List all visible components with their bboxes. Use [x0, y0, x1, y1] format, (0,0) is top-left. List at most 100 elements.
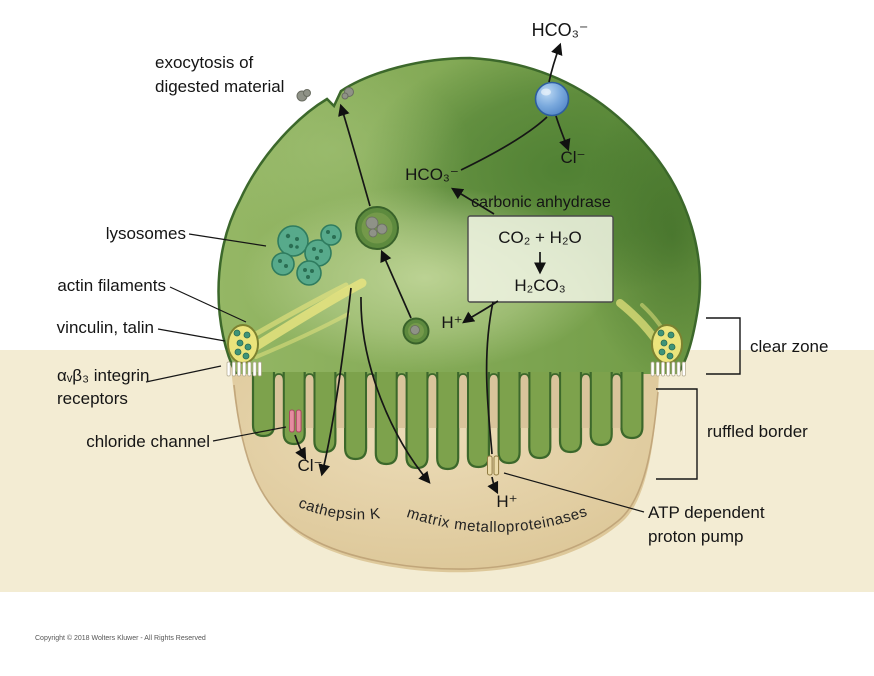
- line-integrin: [145, 365, 222, 383]
- hco3-extracellular-label: HCO₃⁻: [532, 20, 589, 40]
- vinculin-talin-dots: [233, 329, 252, 360]
- integrin-receptor-tooth: [247, 361, 252, 377]
- digested-material-particles: [365, 216, 388, 238]
- exocytosis-label-line1: exocytosis of: [155, 53, 254, 72]
- arrow-cl-secretion: [294, 434, 307, 461]
- clear-zone-label: clear zone: [750, 337, 828, 356]
- ruffled-border-cleft: [549, 373, 561, 428]
- ruffled-border-finger: [313, 372, 337, 454]
- lysosomes-label: lysosomes: [106, 224, 186, 243]
- ruffled-border-finger: [374, 372, 398, 466]
- ruffled-border-finger: [528, 372, 552, 460]
- line-hco3-to-exchanger: [460, 116, 548, 171]
- lysosome-granules: [278, 230, 336, 279]
- actin-filaments-label: actin filaments: [57, 276, 166, 295]
- ruffled-border-finger: [405, 372, 429, 470]
- integrin-receptor-tooth: [681, 361, 686, 377]
- h2co3-label: H₂CO₃: [514, 276, 565, 295]
- ruffled-border-finger: [466, 372, 490, 469]
- hco3-intracellular-label: HCO₃⁻: [405, 165, 459, 184]
- integrin-receptor-tooth: [231, 361, 236, 377]
- vinculin-talin-label: vinculin, talin: [57, 318, 154, 337]
- ruffled-border-cleft: [365, 373, 377, 428]
- line-lysosomes: [188, 233, 267, 247]
- integrin-receptor-tooth: [650, 361, 655, 377]
- cl-secreted-label: Cl⁻: [297, 456, 322, 475]
- carbonic-anhydrase-label: carbonic anhydrase: [471, 194, 611, 211]
- ruffled-border-label: ruffled border: [707, 422, 808, 441]
- ruffled-border-cleft: [580, 373, 592, 428]
- arrow-cathepsin-secretion: [318, 287, 352, 477]
- ruffled-border: [251, 372, 644, 471]
- arrow-vesicle-transport: [380, 249, 412, 319]
- chloride-channel-label: chloride channel: [86, 432, 210, 451]
- atp-pump-label-line1: ATP dependent: [648, 503, 765, 522]
- vinculin-talin-dots: [657, 329, 676, 360]
- ruffled-border-bracket: [656, 388, 698, 480]
- digestion-vesicle-small: [402, 317, 430, 345]
- integrin-receptor-tooth: [666, 361, 671, 377]
- exchanger-highlight: [541, 88, 551, 96]
- ruffled-border-cleft: [488, 373, 500, 428]
- digested-material-particle: [410, 325, 420, 335]
- cell-membrane-outline: [217, 56, 702, 375]
- ruffled-border-cleft: [395, 373, 408, 428]
- ruffled-border-finger: [558, 372, 583, 454]
- integrin-receptors-left: [226, 361, 262, 377]
- ruffled-border-finger: [497, 372, 521, 465]
- cl-exchanger-label: Cl⁻: [560, 148, 585, 167]
- ruffled-border-finger: [620, 372, 644, 440]
- clear-zone-left: [227, 324, 259, 364]
- integrin-label-line2: receptors: [57, 389, 128, 408]
- ruffled-border-cleft: [273, 373, 285, 428]
- arrow-exocytosis: [338, 103, 371, 207]
- integrin-receptor-tooth: [252, 361, 257, 377]
- integrin-receptor-tooth: [661, 361, 665, 377]
- clear-zone-bracket: [706, 317, 741, 375]
- copyright-text: Copyright © 2018 Wolters Kluwer - All Ri…: [35, 634, 206, 642]
- h-secreted-label: H⁺: [496, 492, 517, 511]
- arrow-hco3-exit: [548, 42, 563, 83]
- ruffled-border-finger: [251, 372, 276, 438]
- ruffled-border-cleft: [457, 373, 469, 428]
- line-h-to-pump: [485, 301, 494, 455]
- exocytosis-label-line2: digested material: [155, 77, 284, 96]
- arrow-cl-in: [555, 115, 571, 152]
- digestion-vesicle-large: [355, 206, 399, 250]
- particle-at-notch: [341, 87, 354, 100]
- bone-scallop-edge: [233, 384, 659, 570]
- integrin-receptor-tooth: [655, 361, 660, 377]
- ruffled-border-clefts: [273, 373, 623, 428]
- integrin-receptors-right: [650, 361, 686, 377]
- integrin-receptor-tooth: [257, 361, 262, 377]
- line-chloride: [212, 426, 287, 442]
- arrow-h-exit: [487, 476, 499, 495]
- exocytosed-particle: [296, 89, 311, 102]
- anion-exchanger: [534, 81, 570, 117]
- ruffled-border-finger: [589, 372, 613, 447]
- integrin-receptor-tooth: [242, 361, 247, 377]
- integrin-receptor-tooth: [676, 361, 681, 377]
- integrin-label-line1: αᵥβ₃ integrin: [57, 366, 149, 385]
- ruffled-border-cleft: [610, 373, 623, 428]
- ruffled-border-finger: [282, 372, 306, 446]
- line-atp-pump: [503, 472, 645, 513]
- ruffled-border-cleft: [426, 373, 439, 428]
- ruffled-border-finger: [436, 372, 460, 471]
- proton-pump: [487, 455, 500, 476]
- line-vinculin: [157, 328, 226, 342]
- clear-zone-right: [651, 324, 683, 364]
- arrow-mmp-secretion: [360, 296, 431, 484]
- chloride-channel: [289, 409, 302, 433]
- arrow-to-h-label: [462, 300, 499, 324]
- lysosomes-cluster: [271, 224, 342, 286]
- integrin-receptor-tooth: [671, 361, 676, 377]
- ruffled-border-cleft: [518, 373, 531, 428]
- co2-h2o-label: CO₂ + H₂O: [498, 228, 582, 247]
- integrin-receptor-tooth: [237, 361, 241, 377]
- line-actin: [169, 286, 247, 323]
- integrin-receptor-tooth: [226, 361, 231, 377]
- ruffled-border-cleft: [303, 373, 316, 428]
- h-intracellular-label: H⁺: [441, 313, 462, 332]
